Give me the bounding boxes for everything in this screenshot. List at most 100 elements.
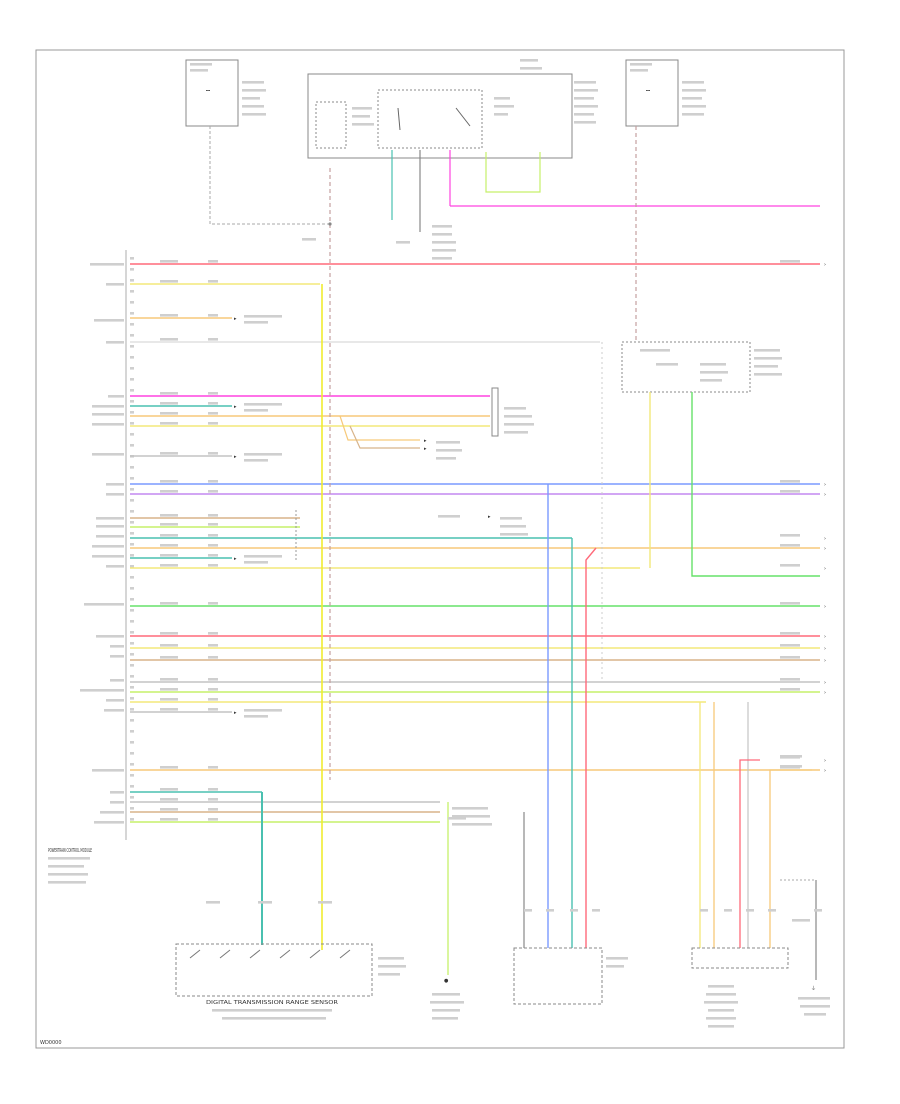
trans-control-module [621, 341, 751, 393]
pcm-pin-number [130, 620, 134, 623]
wire-color-code [160, 480, 178, 483]
circuit-number [208, 490, 218, 493]
wire-end-callout [700, 909, 708, 912]
pcm-pin-number [130, 499, 134, 502]
pcm-pin-label [106, 341, 124, 344]
pcm-pin-label [96, 635, 124, 638]
label-glyph [682, 81, 704, 84]
label-glyph [682, 113, 704, 116]
pcm-pin-number [130, 433, 134, 436]
pcm-pin-label [106, 493, 124, 496]
label-glyph [432, 241, 456, 244]
pcm-pin-number [130, 400, 134, 403]
label-glyph [206, 901, 220, 904]
pcm-pin-label [92, 423, 124, 426]
label-glyph [494, 97, 510, 100]
connector-arrow-icon: ▸ [234, 556, 237, 562]
label-glyph [432, 257, 452, 260]
wire-end-label [780, 688, 800, 691]
label-glyph [754, 365, 778, 368]
label-glyph [500, 533, 528, 536]
pcm-label: POWERTRAIN CONTROL MODULE [48, 848, 92, 854]
pcm-pin-number [130, 488, 134, 491]
connector-arrow-icon: › [824, 690, 826, 696]
wire-color-code [160, 534, 178, 537]
wire-color-code [160, 678, 178, 681]
pcm-pin-label [100, 811, 124, 814]
label-glyph [352, 107, 372, 110]
wire-end-callout [746, 909, 754, 912]
connector-arrow-icon: › [824, 634, 826, 640]
pcm-pin-number [130, 411, 134, 414]
pcm-pin-number [130, 279, 134, 282]
connector-arrow-icon: › [824, 646, 826, 652]
pcm-pin-label [106, 283, 124, 286]
pcm-pin-label [92, 545, 124, 548]
wire-branch-orange [339, 415, 420, 441]
wire-color-code [160, 412, 178, 415]
wire-color-code [160, 788, 178, 791]
pcm-pin-number [130, 565, 134, 568]
pcm-pin-number [130, 389, 134, 392]
circuit-number [208, 452, 218, 455]
label-glyph [452, 823, 492, 826]
wire-end-label [780, 678, 800, 681]
circuit-number [208, 338, 218, 341]
label-glyph [432, 1009, 460, 1012]
connector-arrow-icon: › [824, 492, 826, 498]
label-glyph [432, 1017, 458, 1020]
other-system-label [244, 561, 268, 564]
pcm-pin-label [94, 821, 124, 824]
label-glyph [438, 515, 460, 518]
connector-arrow-icon: › [824, 536, 826, 542]
pcm-pin-number [130, 576, 134, 579]
pcm-pin-label [92, 555, 124, 558]
switch-icon [455, 107, 471, 127]
label-glyph [494, 105, 514, 108]
circuit-number [208, 523, 218, 526]
label-glyph [452, 807, 488, 810]
label-glyph [798, 997, 830, 1000]
circuit-number [208, 402, 218, 405]
pcm-pin-label [90, 263, 124, 266]
circuit-number [208, 602, 218, 605]
connector-arrow-icon: › [824, 658, 826, 664]
wire-color-code [160, 554, 178, 557]
label-glyph [436, 441, 460, 444]
circuit-number [208, 564, 218, 567]
label-glyph [792, 919, 810, 922]
label-glyph [352, 115, 370, 118]
wire-color-code [160, 523, 178, 526]
circuit-number [208, 314, 218, 317]
wire-end-callout [570, 909, 578, 912]
label-glyph [500, 517, 522, 520]
circuit-number [208, 678, 218, 681]
pcm-pin-number [130, 675, 134, 678]
switch-icon [189, 949, 201, 959]
label-glyph [656, 363, 678, 366]
circuit-number [208, 698, 218, 701]
wire-end-callout [524, 909, 532, 912]
wire-end-label [780, 480, 800, 483]
label-glyph [318, 901, 332, 904]
pcm-pin-number [130, 719, 134, 722]
wire-end-callout [814, 909, 822, 912]
circuit-number [208, 632, 218, 635]
pcm-pin-label [92, 405, 124, 408]
pcm-pin-label [110, 655, 124, 658]
connector-arrow-icon: ▸ [488, 514, 491, 520]
pcm-pin-number [130, 422, 134, 425]
label-glyph [448, 817, 466, 820]
wire-color-code [160, 688, 178, 691]
label-glyph [436, 449, 462, 452]
connector-arrow-icon: ▸ [234, 454, 237, 460]
pcm-pin-number [130, 323, 134, 326]
pcm-pin-number [130, 532, 134, 535]
wire-color-code [160, 490, 178, 493]
wire-relay-light-green [485, 152, 541, 193]
label-glyph [630, 63, 652, 66]
pcm-pin-number [130, 653, 134, 656]
wire-color-code [160, 280, 178, 283]
connector-arrow-icon: ▸ [424, 446, 427, 452]
wire-color-code [160, 544, 178, 547]
